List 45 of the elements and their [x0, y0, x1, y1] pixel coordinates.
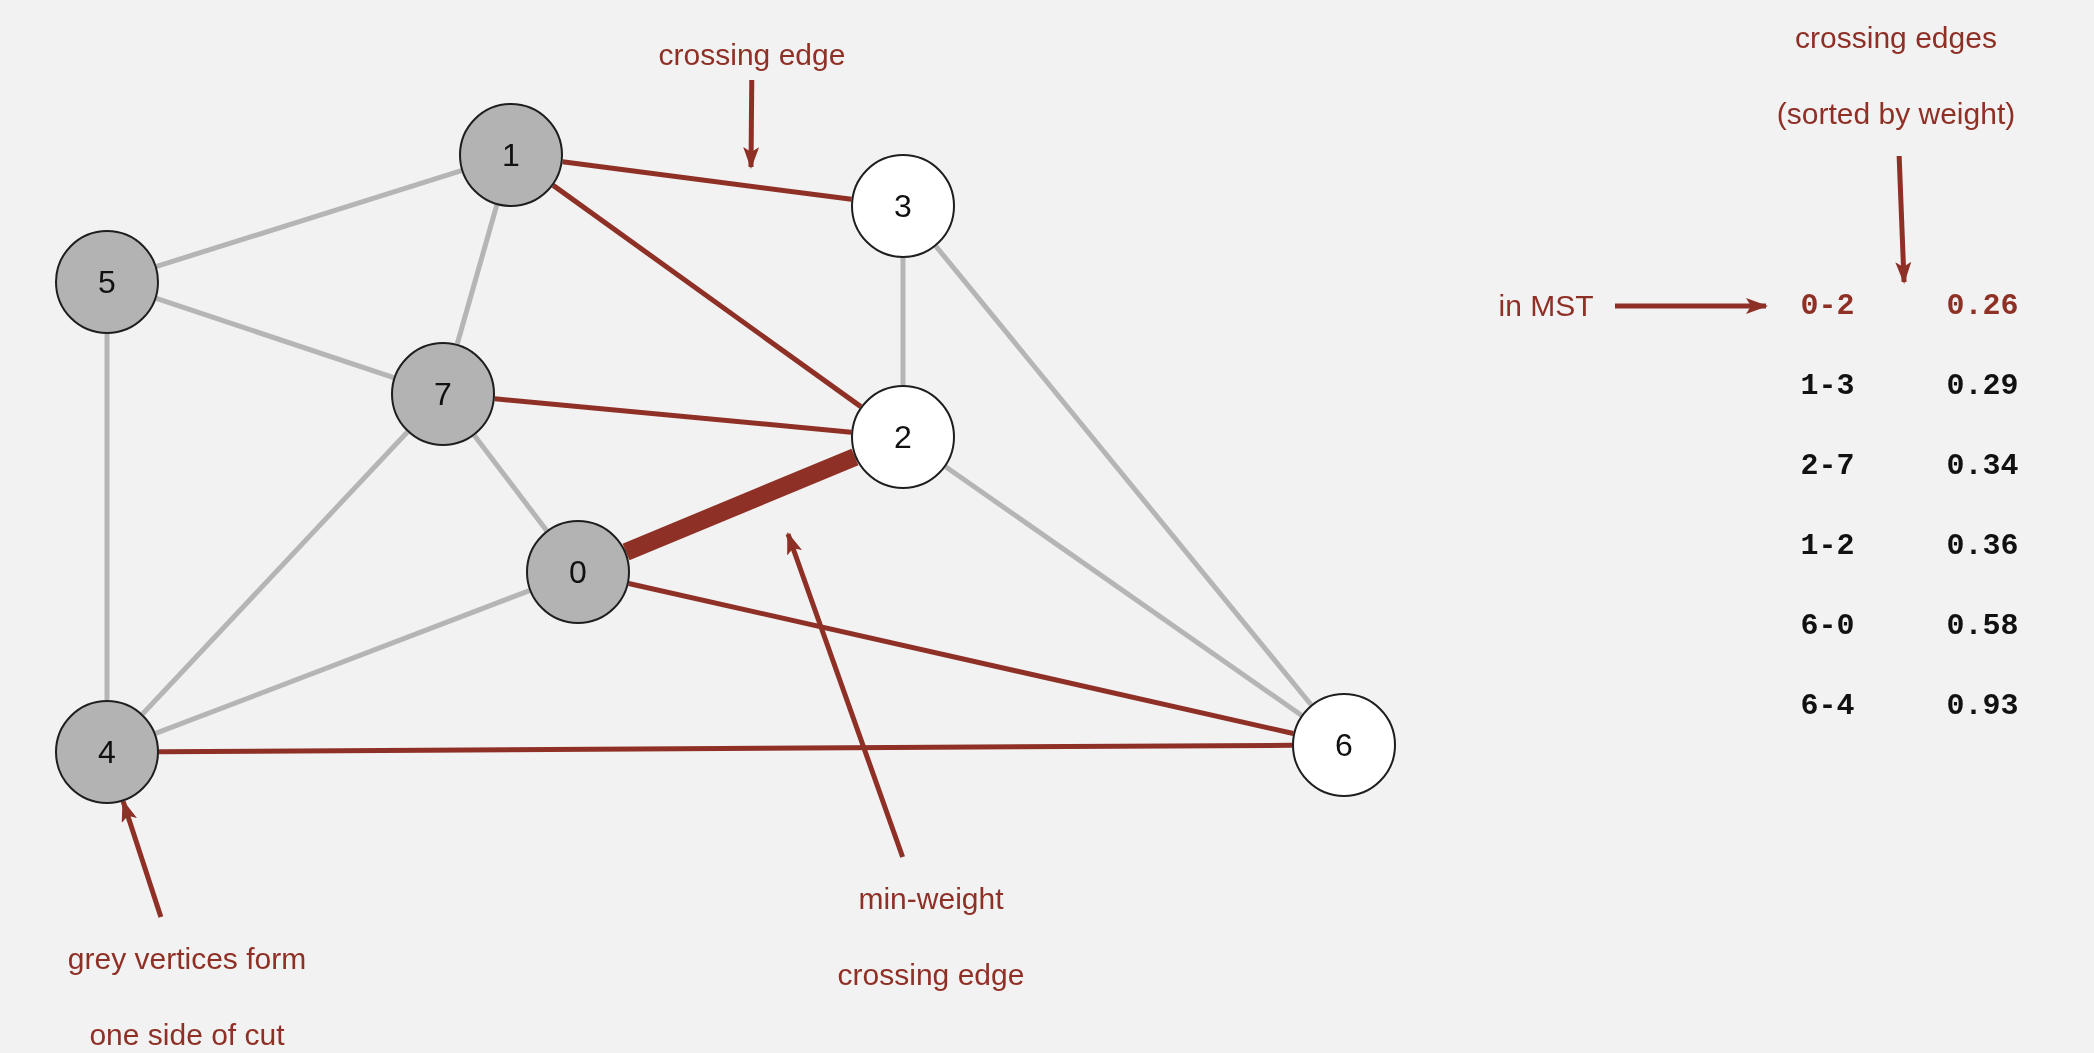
edge-id: 1-3 [1799, 368, 1856, 405]
edge-weight: 0.93 [1945, 688, 2020, 725]
graph-edge [934, 244, 1313, 707]
edge-id: 6-4 [1799, 688, 1856, 725]
edge-weight: 0.58 [1945, 608, 2020, 645]
edge-weight: 0.29 [1945, 368, 2020, 405]
annotation-text: grey vertices form one side of cut [47, 921, 327, 1053]
graph-vertex: 5 [55, 230, 159, 334]
graph-edge [155, 296, 395, 380]
pointer-arrow [120, 799, 164, 918]
graph-edge [944, 464, 1303, 718]
edge-id: 6-0 [1799, 608, 1856, 645]
graph-vertex: 4 [55, 700, 159, 804]
graph-edge [551, 183, 863, 409]
pointer-arrow [743, 79, 760, 169]
graph-vertex: 1 [459, 103, 563, 207]
edge-id: 2-7 [1799, 448, 1856, 485]
graph-edge [159, 742, 1292, 755]
graph-edge [154, 588, 531, 736]
graph-edge [104, 334, 110, 700]
graph-vertex: 0 [526, 520, 630, 624]
edge-id: 0-2 [1799, 288, 1856, 325]
pointer-arrow [1895, 155, 1912, 284]
graph-edge [900, 258, 906, 385]
edge-id: 1-2 [1799, 528, 1856, 565]
graph-edge [472, 433, 549, 533]
annotation-text: min-weight crossing edge [821, 861, 1041, 1013]
graph-edge [622, 448, 859, 561]
graph-edge [155, 168, 463, 269]
graph-vertex: 6 [1292, 693, 1396, 797]
pointer-arrow [785, 532, 905, 858]
pointer-arrow [1615, 298, 1768, 314]
annotation-text: in MST [1481, 285, 1611, 327]
edge-weight: 0.34 [1945, 448, 2020, 485]
graph-edge [140, 430, 410, 716]
graph-vertex: 2 [851, 385, 955, 489]
graph-edge [494, 396, 852, 435]
edge-weight: 0.26 [1945, 288, 2020, 325]
annotation-text: crossing edges (sorted by weight) [1746, 0, 2046, 152]
graph-edge [454, 204, 500, 345]
edge-weight: 0.36 [1945, 528, 2020, 565]
graph-edge [628, 581, 1294, 736]
annotation-text: crossing edge [612, 34, 892, 76]
graph-vertex: 3 [851, 154, 955, 258]
graph-vertex: 7 [391, 342, 495, 446]
